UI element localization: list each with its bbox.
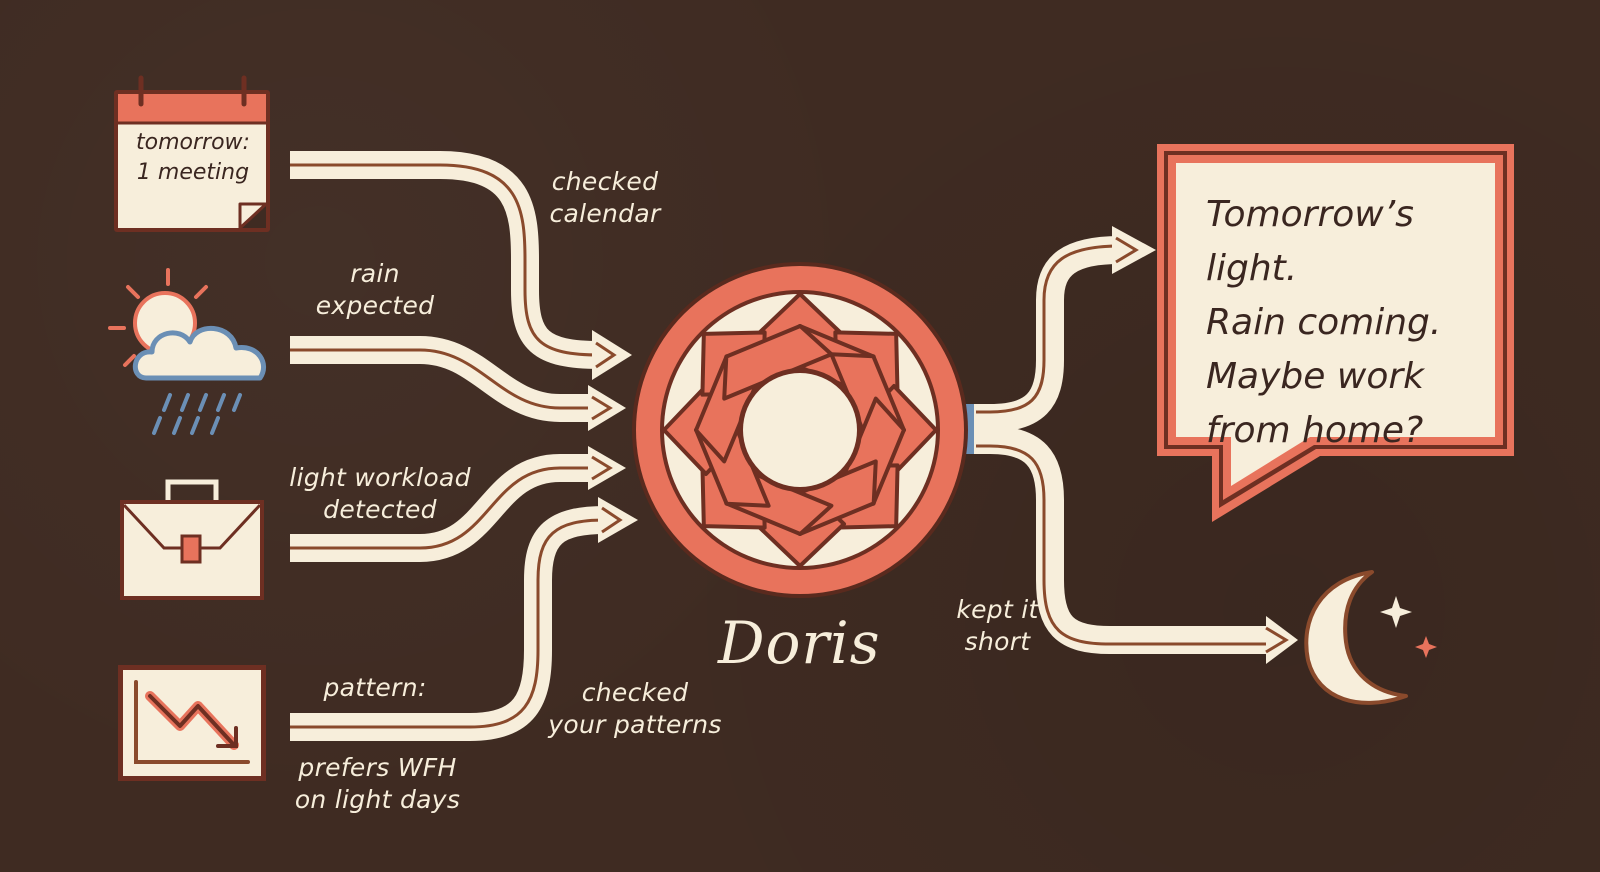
label-line: light workload [289,463,471,492]
message-bubble [1157,144,1514,522]
label-checked-calendar: checked calendar [535,166,675,230]
trend-down-chart-icon [118,665,266,781]
input-arrow-calendar [290,151,632,380]
message-bubble-text: Tomorrow’s light. Rain coming. Maybe wor… [1206,188,1476,458]
label-line: checked [551,167,659,196]
label-rain-expected: rain expected [300,258,450,322]
calendar-card-text: tomorrow: 1 meeting [128,128,258,188]
label-line: your patterns [548,710,722,739]
label-pattern: pattern: [310,672,440,704]
input-arrow-weather [290,336,626,431]
label-prefers-wfh: prefers WFH on light days [285,752,470,816]
output-arrow-night [968,426,1298,664]
label-line: prefers WFH [298,753,457,782]
label-kept-it-short: kept it short [940,594,1055,658]
label-line: rain [350,259,400,288]
label-line: kept it [956,595,1039,624]
message-line: from home? [1206,410,1424,451]
message-line: Tomorrow’s light. [1206,194,1414,289]
agent-name: Doris [718,609,881,677]
moon-stars-icon [1304,570,1437,705]
input-arrow-pattern [290,497,638,741]
label-light-workload: light workload detected [280,462,480,526]
weather-rain-icon [108,268,267,435]
doris-hub-emblem [632,262,968,598]
label-line: pattern: [323,673,427,702]
calendar-line-1: tomorrow: [136,130,250,155]
label-line: checked [581,678,689,707]
output-arrow-message [968,226,1156,432]
message-line: Maybe work [1206,356,1424,397]
label-line: calendar [549,199,661,228]
label-line: detected [323,495,437,524]
label-line: expected [315,291,435,320]
calendar-icon [114,75,270,232]
label-line: on light days [294,785,461,814]
briefcase-icon [120,479,264,600]
label-checked-patterns: checked your patterns [540,677,730,741]
message-line: Rain coming. [1206,302,1442,343]
label-line: short [964,627,1031,656]
input-arrow-workload [290,446,626,562]
calendar-line-2: 1 meeting [136,160,250,185]
